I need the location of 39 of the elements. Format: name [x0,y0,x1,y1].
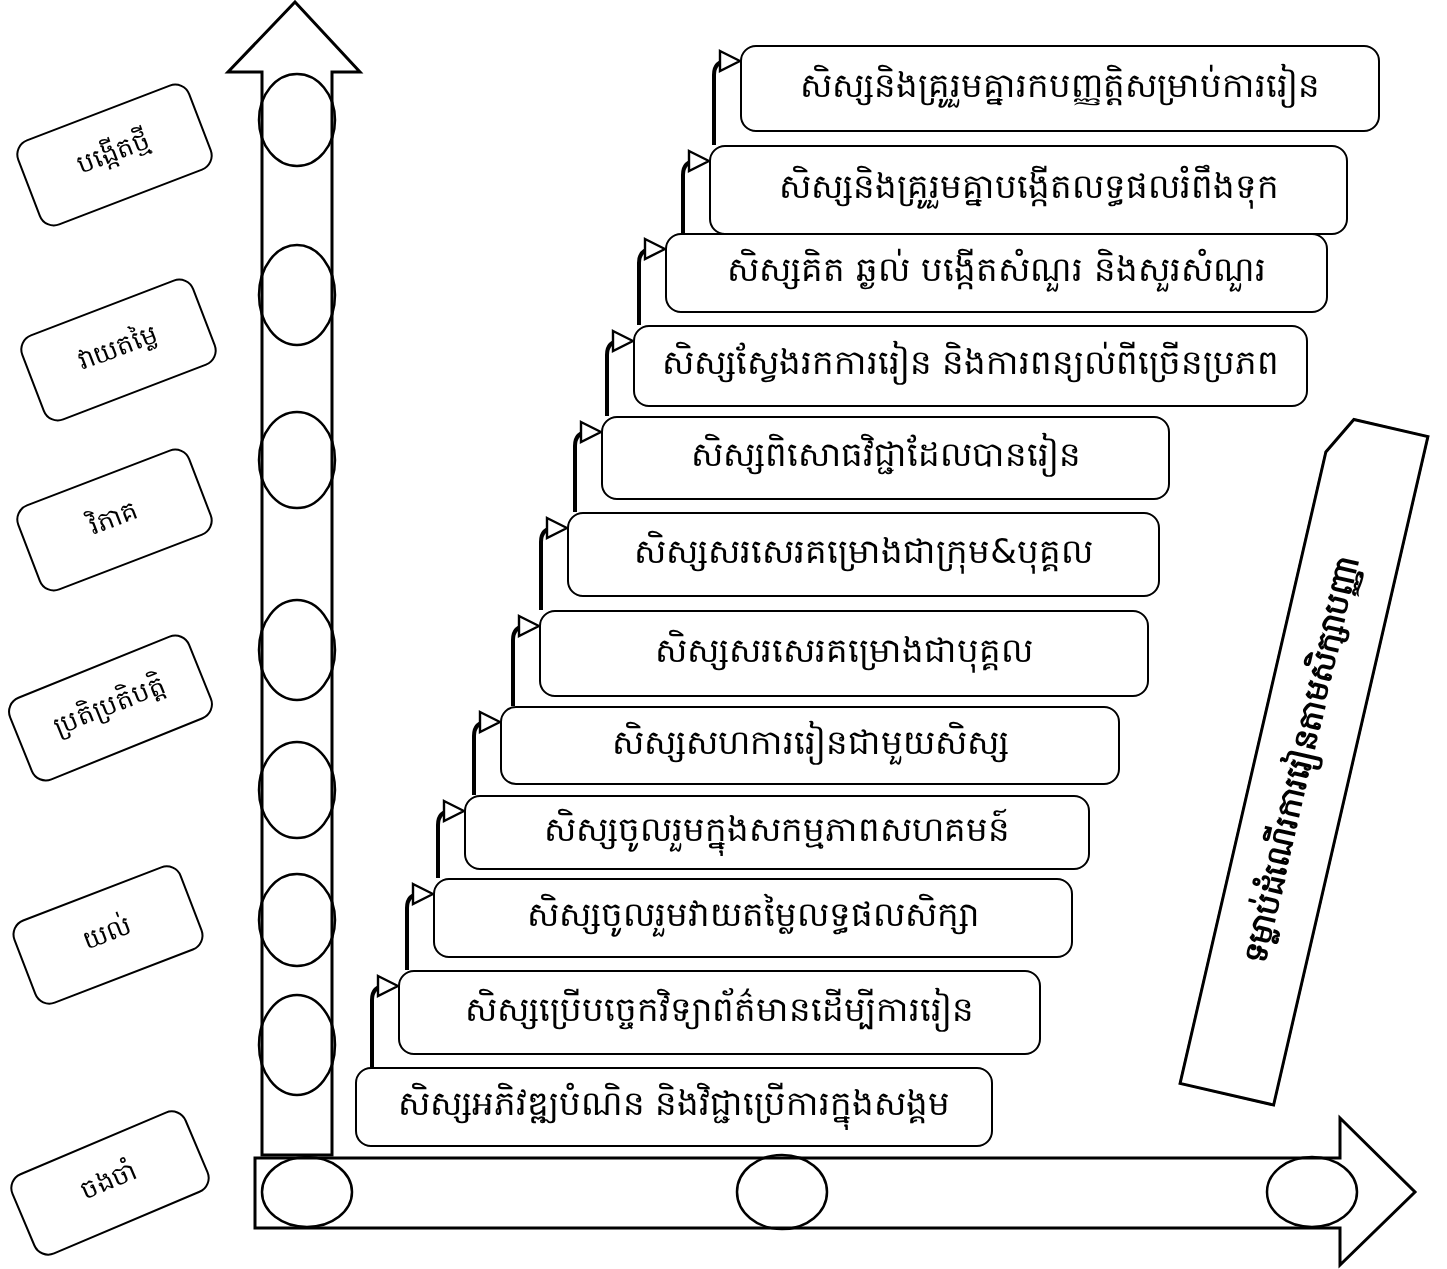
step-box [567,512,1160,597]
step-box [601,416,1170,500]
level-label: វិភាគ [83,493,143,543]
bent-arrow [573,420,603,512]
level-label: ចងចាំ [75,1154,143,1208]
step-text: សិស្សចូលរួមវាយតម្លៃលទ្ធផលសិក្សា [527,893,979,943]
bent-arrow [472,710,502,795]
step-text: សិស្សអភិវឌ្ឍបំណិន និងវិជ្ជាប្រើការក្នុងសង្គម [397,1082,951,1132]
bent-arrow [370,974,400,1067]
step-text: សិស្សសរសេរគម្រោងជាបុគ្គល [655,628,1033,679]
bent-arrow [436,799,466,878]
step-text: សិស្សស្វែងរកការរៀន និងការពន្យល់ពីច្រើនប្រភព [661,341,1280,391]
step-box [398,970,1041,1055]
level-label: យល់ [77,908,137,958]
bent-arrow [605,329,635,416]
step-box [740,45,1380,132]
bent-arrow [539,516,569,610]
step-box [355,1067,993,1147]
bent-arrow [712,49,742,145]
step-text: សិស្សប្រើបច្ចេកវិទ្យាព័ត៌មានដើម្បីការរៀន [465,987,974,1038]
step-text: សិស្សពិសោធវិជ្ជាដែលបានរៀន [690,433,1081,483]
step-text: សិស្សនិងគ្រូរួមគ្នារកបញ្ញត្តិសម្រាប់ការរៀន [800,63,1320,114]
step-text: សិស្សគិត ឆ្ងល់ បង្កើតសំណួរ និងសួរសំណួរ [727,248,1266,298]
step-text: សិស្សនិងគ្រូរួមគ្នាបង្កើតលទ្ធផលរំពឹងទុក [778,165,1279,215]
bent-arrow [637,237,667,325]
bent-arrow [405,882,435,970]
step-box [433,878,1073,958]
step-text: សិស្សចូលរួមក្នុងសកម្មភាពសហគមន៍ [544,807,1010,858]
step-box [539,610,1149,697]
step-box [709,145,1348,235]
step-box [500,706,1120,785]
level-label: វាយតម្លៃ [72,317,163,379]
step-box [464,795,1090,870]
step-box [633,325,1308,407]
bent-arrow [681,149,711,233]
bent-arrow [511,614,541,706]
step-text: សិស្សសហការរៀនជាមួយសិស្ស [611,720,1009,771]
step-text: សិស្សសរសេរគម្រោងជាក្រុម&បុគ្គល [634,529,1093,580]
step-box [665,233,1328,313]
